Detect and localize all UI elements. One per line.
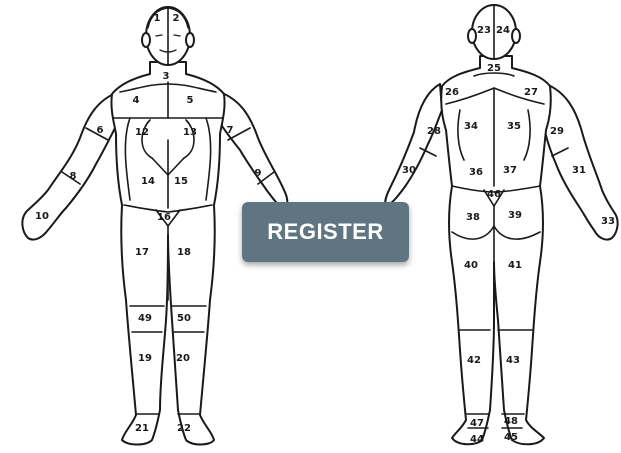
- back-label-46: 46: [487, 189, 501, 200]
- front-label-12: 12: [135, 127, 149, 138]
- back-label-23: 23: [477, 25, 491, 36]
- front-label-9: 9: [255, 168, 262, 179]
- front-label-3: 3: [163, 71, 170, 82]
- back-label-45: 45: [504, 432, 518, 443]
- back-left-arm-outline: [385, 84, 442, 206]
- front-label-18: 18: [177, 247, 191, 258]
- front-label-2: 2: [173, 13, 180, 24]
- back-label-44: 44: [470, 434, 484, 445]
- back-label-27: 27: [524, 87, 538, 98]
- back-label-26: 26: [445, 87, 459, 98]
- back-label-31: 31: [572, 165, 586, 176]
- register-button[interactable]: REGISTER: [242, 202, 409, 262]
- front-label-49: 49: [138, 313, 152, 324]
- back-label-38: 38: [466, 212, 480, 223]
- front-label-50: 50: [177, 313, 191, 324]
- back-label-42: 42: [467, 355, 481, 366]
- front-label-17: 17: [135, 247, 149, 258]
- front-label-22: 22: [177, 423, 191, 434]
- front-label-16: 16: [157, 212, 171, 223]
- back-label-24: 24: [496, 25, 510, 36]
- back-label-41: 41: [508, 260, 522, 271]
- back-torso-outline: [441, 56, 551, 444]
- front-label-8: 8: [70, 171, 77, 182]
- back-label-48: 48: [504, 416, 518, 427]
- back-label-33: 33: [601, 216, 615, 227]
- front-label-19: 19: [138, 353, 152, 364]
- back-label-29: 29: [550, 126, 564, 137]
- front-label-4: 4: [133, 95, 140, 106]
- front-ear-right: [186, 33, 194, 47]
- back-label-43: 43: [506, 355, 520, 366]
- front-label-21: 21: [135, 423, 149, 434]
- front-label-15: 15: [174, 176, 188, 187]
- back-label-30: 30: [402, 165, 416, 176]
- back-label-35: 35: [507, 121, 521, 132]
- back-label-36: 36: [469, 167, 483, 178]
- back-label-40: 40: [464, 260, 478, 271]
- front-right-arm-outline: [220, 92, 287, 210]
- back-ear-right: [512, 29, 520, 43]
- front-label-1: 1: [154, 13, 161, 24]
- front-label-5: 5: [187, 95, 194, 106]
- back-label-37: 37: [503, 165, 517, 176]
- front-label-14: 14: [141, 176, 155, 187]
- back-label-39: 39: [508, 210, 522, 221]
- back-ear-left: [468, 29, 476, 43]
- front-label-20: 20: [176, 353, 190, 364]
- back-label-28: 28: [427, 126, 441, 137]
- back-label-25: 25: [487, 63, 501, 74]
- back-figure: 23 24 25 26 27 28 29 30 31 33 34 35 36 3…: [385, 5, 617, 445]
- front-label-10: 10: [35, 211, 49, 222]
- front-ear-left: [142, 33, 150, 47]
- back-label-34: 34: [464, 121, 478, 132]
- front-label-6: 6: [97, 125, 104, 136]
- front-label-13: 13: [183, 127, 197, 138]
- back-label-47: 47: [470, 418, 484, 429]
- front-label-7: 7: [227, 125, 234, 136]
